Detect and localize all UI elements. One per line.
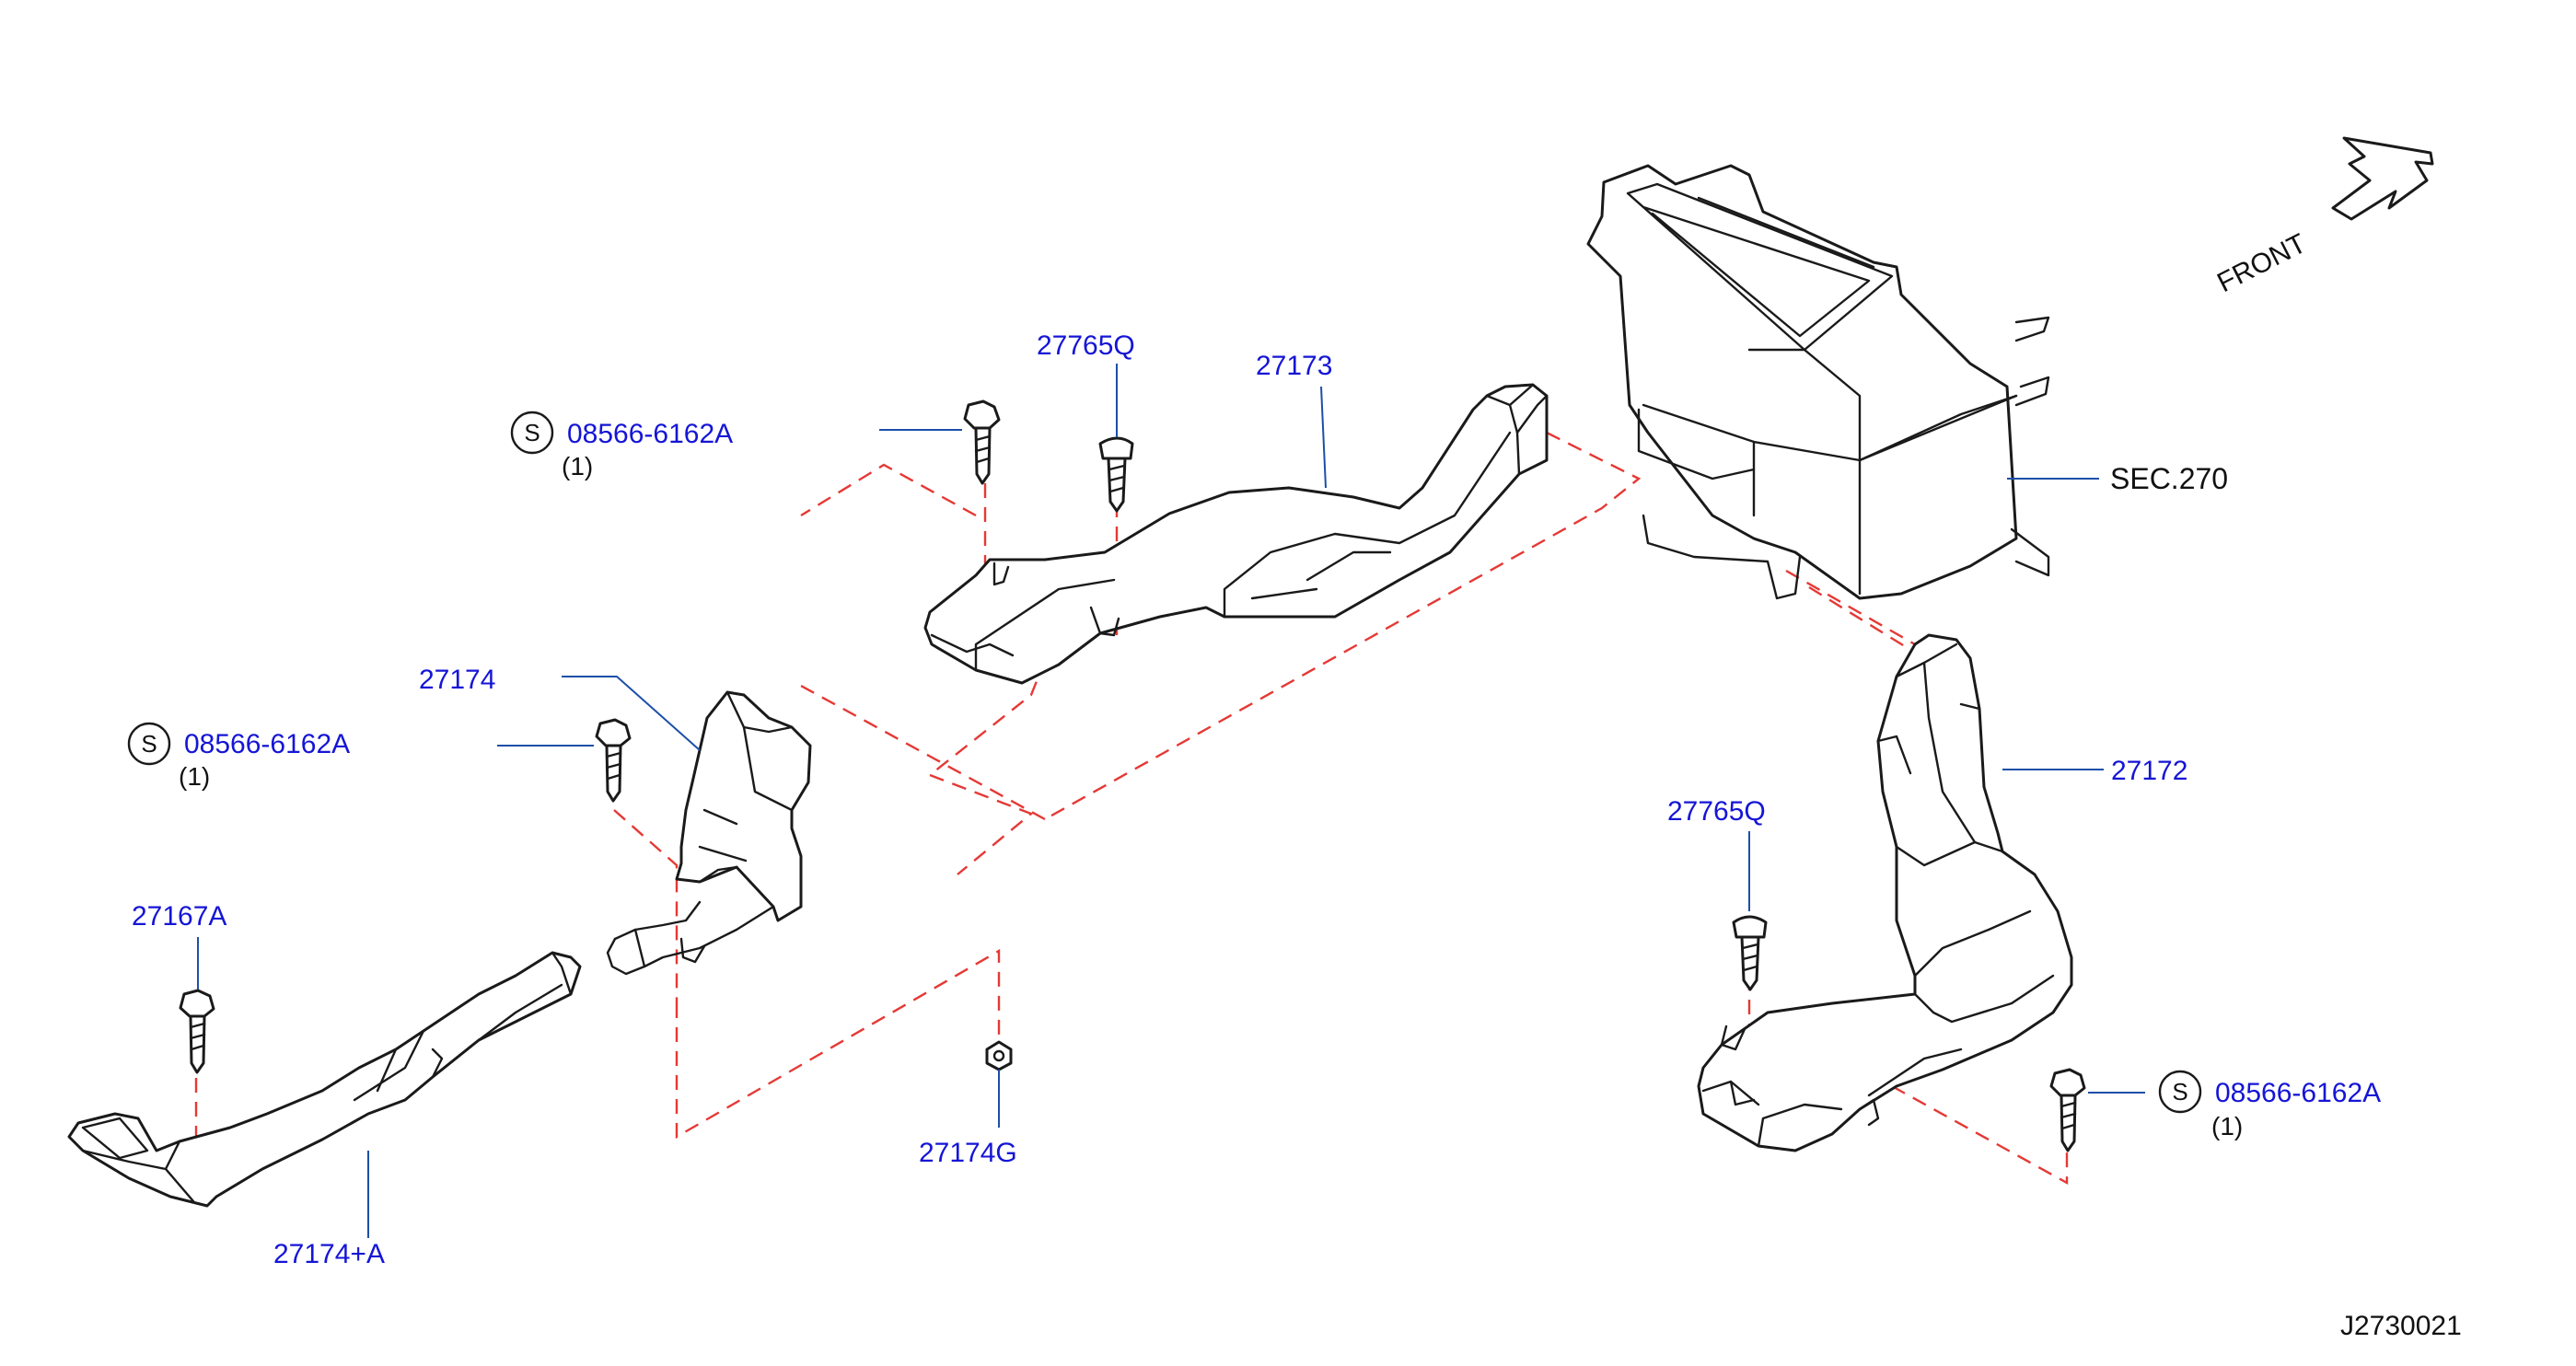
callout-quantity: (1) [2211,1112,2243,1140]
leader-lines [197,364,2145,1238]
duct-27174-a [67,951,582,1208]
callout-labels: S 08566-6162A (1) 27765Q 27173 27174 S 0… [127,330,2462,1341]
duct-27174 [606,690,812,976]
s-symbol: S [141,730,157,758]
section-reference[interactable]: SEC.270 [2110,462,2228,495]
callout-part-number[interactable]: 08566-6162A [184,729,350,759]
callout-27173[interactable]: 27173 [1256,351,1332,381]
clip-upper [1098,436,1134,513]
screw-lower-right [2049,1068,2086,1152]
s-symbol: S [2172,1078,2187,1106]
callout-08566-6162a-lower[interactable]: S 08566-6162A (1) [2158,1070,2381,1140]
callout-quantity: (1) [179,762,210,791]
callout-27172[interactable]: 27172 [2111,756,2187,786]
clip-lower-right [1732,915,1768,991]
callout-quantity: (1) [562,452,593,480]
front-indicator: FRONT [2212,136,2434,298]
heater-unit [1586,164,2050,600]
front-label: FRONT [2212,228,2311,298]
s-symbol: S [524,419,540,446]
screw-27167a [179,989,215,1074]
callout-08566-6162a-upper[interactable]: S 08566-6162A (1) [510,411,733,480]
callout-27167a[interactable]: 27167A [132,901,226,932]
callout-27174g[interactable]: 27174G [919,1138,1017,1168]
callout-part-number[interactable]: 08566-6162A [567,419,733,449]
s-symbol-circle [510,411,554,455]
screw-mid-left [595,718,632,803]
callout-27174[interactable]: 27174 [419,665,495,695]
front-arrow-icon [2331,136,2434,221]
nut-27174g [985,1040,1013,1071]
duct-27172 [1697,633,2073,1152]
screw-upper-left [963,399,1001,485]
callout-08566-6162a-mid[interactable]: S 08566-6162A (1) [127,722,350,791]
s-symbol-circle [127,722,171,766]
s-symbol-circle [2158,1070,2202,1114]
callout-part-number[interactable]: 08566-6162A [2215,1078,2381,1108]
callout-27765q-lower[interactable]: 27765Q [1667,796,1766,827]
diagram-id: J2730021 [2340,1311,2462,1341]
callout-27765q-upper[interactable]: 27765Q [1037,330,1135,361]
callout-27174-a[interactable]: 27174+A [273,1239,385,1269]
dashed-connectors [194,431,2069,1197]
duct-27173 [923,383,1549,685]
